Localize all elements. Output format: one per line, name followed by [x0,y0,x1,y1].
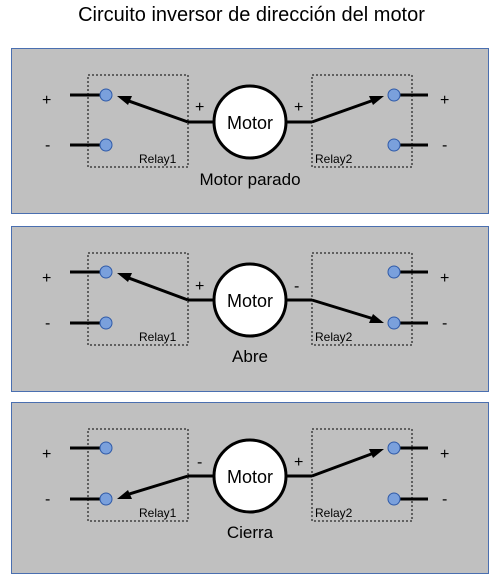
panel-motor-closing: Motor + - + - - + Relay1 Relay2 Cierra [11,402,489,574]
relay2-switch-arm [311,298,375,321]
relay2-contact-bottom [387,316,401,330]
motor-left-polarity: + [195,99,204,116]
diagram-title: Circuito inversor de dirección del motor [78,4,425,26]
relay1-contact-top [99,88,113,102]
right-plus-terminal: + [440,446,449,463]
relay2-arrowhead [369,314,384,323]
relay2-switch-arm [311,98,375,124]
motor-right-polarity: + [294,99,303,116]
relay1-switch-arm [125,474,189,497]
circuit-diagram-stopped: Motor + - + - + + Relay1 Relay2 [42,74,449,168]
left-minus-terminal: - [45,137,50,154]
relay2-contact-top [387,88,401,102]
relay1-label: Relay1 [139,152,177,166]
motor-right-polarity: - [294,278,299,295]
right-minus-terminal: - [442,491,447,508]
panel-caption: Abre [232,347,268,366]
motor-circle [212,84,288,160]
panel-caption: Motor parado [199,170,301,189]
left-plus-terminal: + [42,446,51,463]
relay1-contact-top [99,265,113,279]
motor-left-polarity: - [197,454,202,471]
relay2-contact-bottom [387,492,401,506]
relay2-contact-bottom [387,138,401,152]
motor-right-polarity: + [294,454,303,471]
relay1-switch-arm [125,98,189,124]
relay1-switch-arm [125,275,189,302]
motor-label: Motor [227,467,273,487]
left-plus-terminal: + [42,270,51,287]
motor-circle [212,438,288,514]
relay1-contact-bottom [99,492,113,506]
motor-label: Motor [227,113,273,133]
relay1-contact-bottom [99,138,113,152]
motor-left-polarity: + [195,278,204,295]
relay1-arrowhead [117,273,132,282]
relay2-contact-top [387,441,401,455]
circuit-diagram-opening: Motor + - + - + - Relay1 Relay2 [42,252,449,346]
motor-label: Motor [227,291,273,311]
left-minus-terminal: - [45,491,50,508]
right-plus-terminal: + [440,92,449,109]
panel-motor-stopped: Motor + - + - + + Relay1 Relay2 Motor pa… [11,48,489,214]
relay2-label: Relay2 [315,152,353,166]
relay1-arrowhead [117,490,132,499]
panel-motor-opening: Motor + - + - + - Relay1 Relay2 Abre [11,226,489,392]
motor-circle [212,262,288,338]
relay2-arrowhead [369,449,384,458]
right-minus-terminal: - [442,137,447,154]
relay2-contact-top [387,265,401,279]
relay2-arrowhead [369,96,384,105]
right-plus-terminal: + [440,270,449,287]
relay2-switch-arm [311,451,375,478]
circuit-diagram-closing: Motor + - + - - + Relay1 Relay2 [42,428,449,522]
relay2-label: Relay2 [315,330,353,344]
relay1-label: Relay1 [139,506,177,520]
relay1-contact-top [99,441,113,455]
right-minus-terminal: - [442,315,447,332]
left-plus-terminal: + [42,92,51,109]
relay1-label: Relay1 [139,330,177,344]
relay2-label: Relay2 [315,506,353,520]
relay1-contact-bottom [99,316,113,330]
relay1-arrowhead [117,96,132,105]
panel-caption: Cierra [226,523,274,542]
left-minus-terminal: - [45,315,50,332]
